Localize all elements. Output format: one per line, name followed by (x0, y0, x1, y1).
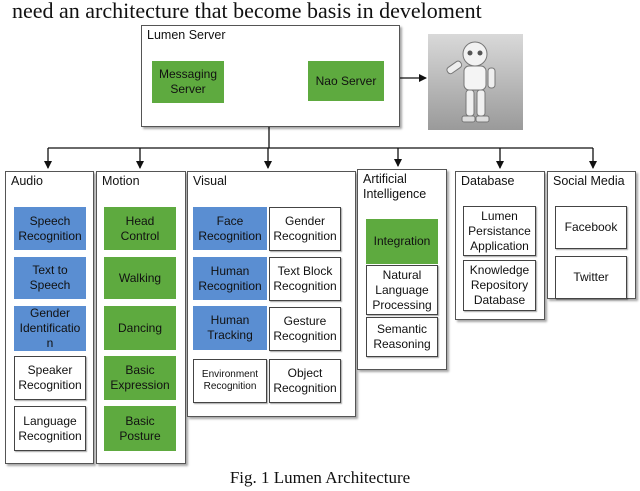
face-recognition-box: Face Recognition (193, 207, 267, 250)
basic-posture-box: Basic Posture (104, 406, 176, 451)
social-media-title: Social Media (553, 174, 625, 188)
messaging-server-box: Messaging Server (152, 61, 224, 103)
language-recognition-box: Language Recognition (14, 406, 86, 451)
lumen-persistance-box: Lumen Persistance Application (463, 206, 536, 256)
facebook-box: Facebook (555, 206, 627, 249)
knowledge-repository-box: Knowledge Repository Database (463, 260, 536, 311)
dancing-box: Dancing (104, 306, 176, 350)
gesture-recognition-box: Gesture Recognition (269, 307, 341, 351)
gender-identification-box: Gender Identificatio n (14, 306, 86, 351)
nao-server-box: Nao Server (308, 61, 384, 101)
semantic-reasoning-box: Semantic Reasoning (366, 317, 438, 357)
head-control-box: Head Control (104, 207, 176, 250)
heading-text: need an architecture that become basis i… (12, 0, 482, 23)
walking-box: Walking (104, 257, 176, 299)
motion-title: Motion (102, 174, 140, 188)
lumen-server-title: Lumen Server (147, 28, 226, 42)
twitter-box: Twitter (555, 256, 627, 299)
natural-language-processing-box: Natural Language Processing (366, 265, 438, 315)
environment-recognition-box: Environment Recognition (193, 359, 267, 403)
gender-recognition-box: Gender Recognition (269, 207, 341, 251)
text-block-recognition-box: Text Block Recognition (269, 257, 341, 301)
object-recognition-box: Object Recognition (269, 359, 341, 403)
text-to-speech-box: Text to Speech (14, 257, 86, 299)
basic-expression-box: Basic Expression (104, 356, 176, 400)
integration-box: Integration (366, 219, 438, 264)
speech-recognition-box: Speech Recognition (14, 207, 86, 250)
nao-robot-icon (446, 41, 496, 123)
human-tracking-box: Human Tracking (193, 306, 267, 350)
figure-caption: Fig. 1 Lumen Architecture (229, 468, 411, 487)
database-title: Database (461, 174, 515, 188)
human-recognition-box: Human Recognition (193, 257, 267, 300)
ai-title: Artificial Intelligence (363, 172, 427, 201)
nao-robot-image (428, 34, 523, 130)
visual-title: Visual (193, 174, 227, 188)
audio-title: Audio (11, 174, 43, 188)
speaker-recognition-box: Speaker Recognition (14, 356, 86, 400)
